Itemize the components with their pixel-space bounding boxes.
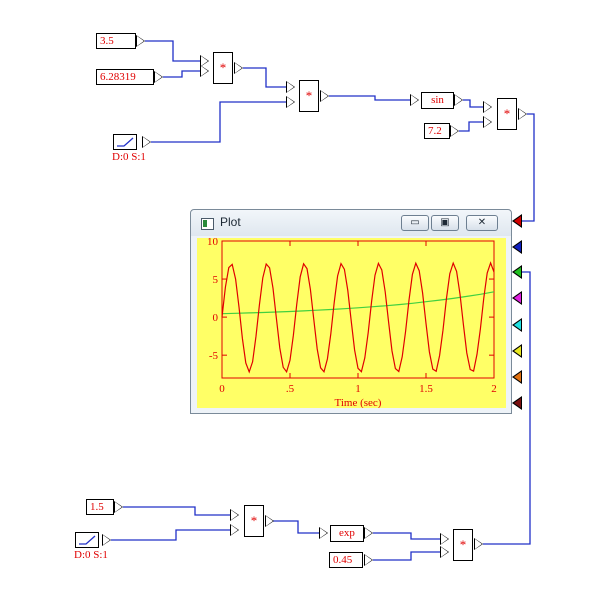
output-port-icon (136, 35, 145, 47)
x-axis-label: Time (sec) (335, 397, 382, 408)
output-port-icon (142, 136, 151, 148)
wire (459, 121, 483, 132)
multiply-block-4[interactable]: * (244, 505, 264, 537)
scope-input-port-1[interactable] (512, 214, 522, 228)
scope-input-port-8[interactable] (512, 396, 522, 410)
exp-block[interactable]: exp (330, 525, 364, 542)
wire (373, 551, 440, 561)
wire (123, 506, 230, 516)
ramp-icon (79, 535, 96, 545)
input-port-icon (200, 65, 209, 77)
input-port-icon (483, 116, 492, 128)
wire (111, 529, 230, 541)
input-port-icon (440, 533, 449, 545)
multiply-block-5[interactable]: * (453, 529, 473, 561)
constant-1.5[interactable]: 1.5 (86, 499, 114, 515)
wire (373, 532, 440, 540)
output-port-icon (154, 71, 163, 83)
wire (463, 99, 483, 108)
y-tick-label: 0 (213, 312, 219, 324)
input-port-icon (200, 55, 209, 67)
constant-6.28319[interactable]: 6.28319 (96, 69, 154, 85)
ramp-block-top[interactable] (113, 134, 137, 150)
wire (163, 70, 200, 78)
constant-0.45[interactable]: 0.45 (329, 552, 363, 568)
output-port-icon (364, 554, 373, 566)
input-port-icon (230, 509, 239, 521)
x-tick-label: 0 (219, 383, 225, 395)
scope-input-port-4[interactable] (512, 291, 522, 305)
multiply-block-2[interactable]: * (299, 80, 319, 112)
scope-input-port-2[interactable] (512, 240, 522, 254)
plot-titlebar[interactable]: Plot ▭ ▣ ✕ (191, 210, 511, 236)
y-tick-label: 10 (207, 238, 219, 248)
input-port-icon (230, 524, 239, 536)
ramp-label-bottom: D:0 S:1 (74, 549, 108, 561)
minimize-button[interactable]: ▭ (401, 215, 429, 231)
wire (243, 67, 286, 88)
ramp-label-top: D:0 S:1 (112, 151, 146, 163)
output-port-icon (450, 125, 459, 137)
input-port-icon (319, 527, 328, 539)
input-port-icon (440, 546, 449, 558)
ramp-icon (117, 137, 134, 147)
scope-input-port-7[interactable] (512, 370, 522, 384)
y-tick-label: 5 (213, 274, 219, 286)
plot-window-title: Plot (220, 215, 241, 229)
scope-input-port-5[interactable] (512, 318, 522, 332)
output-port-icon (518, 108, 527, 120)
output-port-icon (102, 534, 111, 546)
input-port-icon (286, 96, 295, 108)
sin-block[interactable]: sin (421, 92, 454, 109)
output-port-icon (474, 538, 483, 550)
y-tick-label: -5 (209, 350, 219, 362)
wire (145, 40, 200, 62)
input-port-icon (483, 101, 492, 113)
input-port-icon (286, 81, 295, 93)
wire (521, 113, 535, 222)
output-port-icon (234, 62, 243, 74)
input-port-icon (410, 94, 419, 106)
scope-input-port-6[interactable] (512, 344, 522, 358)
plot-app-icon (201, 218, 214, 230)
scope-input-port-3[interactable] (512, 265, 522, 279)
wire (483, 271, 531, 545)
maximize-button[interactable]: ▣ (431, 215, 459, 231)
x-tick-label: 1 (355, 383, 361, 395)
wire (151, 101, 286, 143)
series-line-sine (221, 261, 495, 374)
wire (329, 95, 410, 101)
x-tick-label: 1.5 (419, 383, 433, 395)
output-port-icon (114, 501, 123, 513)
multiply-block-3[interactable]: * (497, 98, 517, 130)
output-port-icon (265, 515, 274, 527)
close-button[interactable]: ✕ (466, 215, 498, 231)
x-tick-label: .5 (286, 383, 295, 395)
x-tick-label: 2 (491, 383, 497, 395)
output-port-icon (454, 94, 463, 106)
wire (273, 520, 319, 534)
output-port-icon (364, 527, 373, 539)
multiply-block-1[interactable]: * (213, 52, 233, 84)
output-port-icon (320, 90, 329, 102)
series-line-exp (221, 291, 495, 315)
ramp-block-bottom[interactable] (75, 532, 99, 548)
constant-7.2[interactable]: 7.2 (424, 123, 450, 139)
constant-3.5[interactable]: 3.5 (96, 33, 136, 49)
